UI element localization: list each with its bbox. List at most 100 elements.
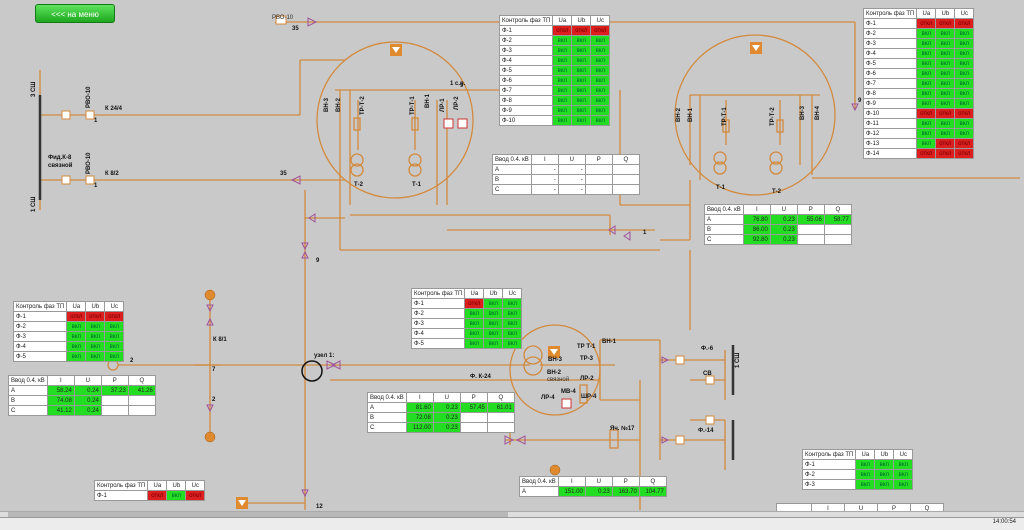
phase-label: A — [492, 164, 532, 175]
scrollbar-thumb[interactable] — [8, 512, 508, 517]
t2-left-label: Т-2 — [354, 182, 363, 188]
phase-state-uc: вкл — [590, 65, 611, 76]
value-p — [459, 422, 488, 433]
phase-label: C — [492, 184, 532, 195]
t1-right-label: Т-1 — [716, 185, 725, 191]
value-p: 57.45 — [459, 402, 488, 413]
value-q: 104.77 — [638, 486, 667, 497]
horizontal-scrollbar[interactable] — [0, 511, 1024, 518]
col-title: Контроль фаз ТП — [93, 480, 149, 491]
n9-c-label: 9 — [460, 83, 464, 89]
col-q: Q — [823, 204, 852, 215]
phase-state-uc: вкл — [502, 298, 523, 309]
feeder-name: Ф-5 — [498, 65, 554, 76]
back-to-menu-button[interactable]: <<< на меню — [35, 4, 115, 23]
phase-state-ua: вкл — [855, 459, 876, 470]
uzel-label: узел 1: — [314, 353, 335, 359]
phase-state-ub: вкл — [935, 98, 956, 109]
col-p: P — [459, 392, 488, 403]
value-q — [486, 412, 515, 423]
phase-state-ub: вкл — [85, 351, 106, 362]
phase-state-uc: вкл — [590, 75, 611, 86]
input-04kv-table-tp6: I U P Q — [776, 503, 944, 514]
value-i: 151.00 — [557, 486, 586, 497]
phase-state-ub: вкл — [935, 48, 956, 59]
phase-state-uc: откл — [954, 148, 975, 159]
phase-state-ua: вкл — [464, 338, 485, 349]
sv-left-label: связной — [48, 163, 73, 169]
phase-state-ub: вкл — [874, 479, 895, 490]
phase-state-ua: вкл — [552, 65, 573, 76]
n2-b-label: 2 — [212, 397, 216, 403]
value-p — [584, 184, 613, 195]
col-i: I — [530, 154, 559, 165]
value-u: - — [557, 174, 586, 185]
single-line-diagram — [38, 15, 1020, 510]
phase-state-ua: вкл — [916, 98, 937, 109]
n9-a-label: 9 — [316, 258, 320, 264]
phase-state-ua: вкл — [552, 95, 573, 106]
vn3-right-label: ВН-3 — [800, 105, 806, 120]
value-i: 74.08 — [46, 395, 75, 406]
value-i: 76.80 — [742, 214, 771, 225]
phase-state-ub: вкл — [935, 68, 956, 79]
value-i: 58.24 — [46, 385, 75, 396]
feeder-name: Ф-4 — [410, 328, 466, 339]
n7-label: 7 — [212, 367, 216, 373]
k8-1-label: К 8/1 — [213, 337, 227, 343]
feeder-name: Ф-6 — [862, 68, 918, 79]
phase-state-ua: вкл — [916, 88, 937, 99]
phase-label: C — [8, 405, 48, 416]
value-i: 72.08 — [405, 412, 434, 423]
col-title: Контроль фаз ТП — [12, 301, 68, 312]
phase-state-ua: вкл — [66, 341, 87, 352]
lr2-label: ЛР-2 — [580, 376, 594, 382]
col-title: Контроль фаз ТП — [801, 449, 857, 460]
feeder-name: Ф-9 — [498, 105, 554, 116]
phase-state-ua: вкл — [552, 35, 573, 46]
vn2-right-label: ВН-2 — [676, 107, 682, 122]
phase-state-ub: вкл — [85, 341, 106, 352]
feeder-name: Ф-5 — [410, 338, 466, 349]
phase-label: C — [367, 422, 407, 433]
value-i: 86.00 — [742, 224, 771, 235]
phase-state-uc: откл — [954, 18, 975, 29]
value-i: 41.12 — [46, 405, 75, 416]
feeder-name: Ф-3 — [498, 45, 554, 56]
col-title: Ввод 0.4. кВ — [367, 392, 407, 403]
phase-state-ua: вкл — [552, 105, 573, 116]
phase-state-ub: вкл — [571, 85, 592, 96]
col-title: Ввод 0.4. кВ — [704, 204, 744, 215]
feeder-name: Ф-10 — [862, 108, 918, 119]
col-ub: Ub — [166, 480, 187, 491]
value-u: 0.23 — [432, 422, 461, 433]
phase-state-uc: вкл — [590, 35, 611, 46]
col-i: I — [405, 392, 434, 403]
value-p — [796, 224, 825, 235]
phase-state-uc: вкл — [954, 58, 975, 69]
feeder-name: Ф-11 — [862, 118, 918, 129]
t2-right-label: Т-2 — [772, 189, 781, 195]
one-sv-label: 1 с.в. — [450, 81, 466, 87]
phase-label: B — [367, 412, 407, 423]
col-i: I — [742, 204, 771, 215]
value-p — [459, 412, 488, 423]
phase-state-ub: вкл — [483, 298, 504, 309]
